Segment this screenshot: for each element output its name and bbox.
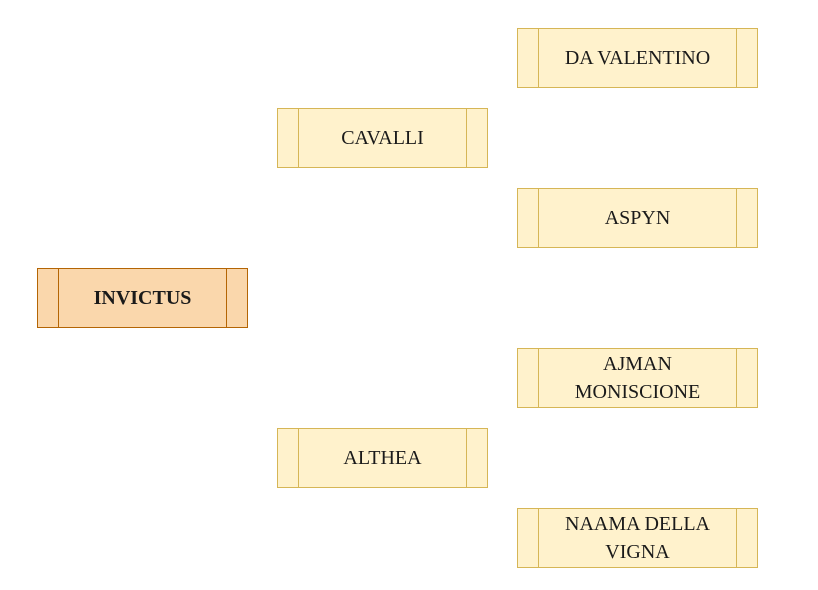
node-root[interactable]: INVICTUS bbox=[37, 268, 248, 328]
node-label: INVICTUS bbox=[93, 287, 192, 309]
node-label: NAAMA DELLA VIGNA bbox=[565, 513, 710, 563]
node-dam-dam[interactable]: NAAMA DELLA VIGNA bbox=[517, 508, 758, 568]
node-sire-dam[interactable]: ASPYN bbox=[517, 188, 758, 248]
node-label: CAVALLI bbox=[341, 127, 424, 149]
node-label: DA VALENTINO bbox=[564, 47, 711, 69]
node-dam[interactable]: ALTHEA bbox=[277, 428, 488, 488]
node-sire[interactable]: CAVALLI bbox=[277, 108, 488, 168]
node-sire-sire[interactable]: DA VALENTINO bbox=[517, 28, 758, 88]
node-label: AJMAN MONISCIONE bbox=[574, 353, 701, 403]
node-label: ASPYN bbox=[604, 207, 671, 229]
node-label: ALTHEA bbox=[343, 447, 422, 469]
node-dam-sire[interactable]: AJMAN MONISCIONE bbox=[517, 348, 758, 408]
